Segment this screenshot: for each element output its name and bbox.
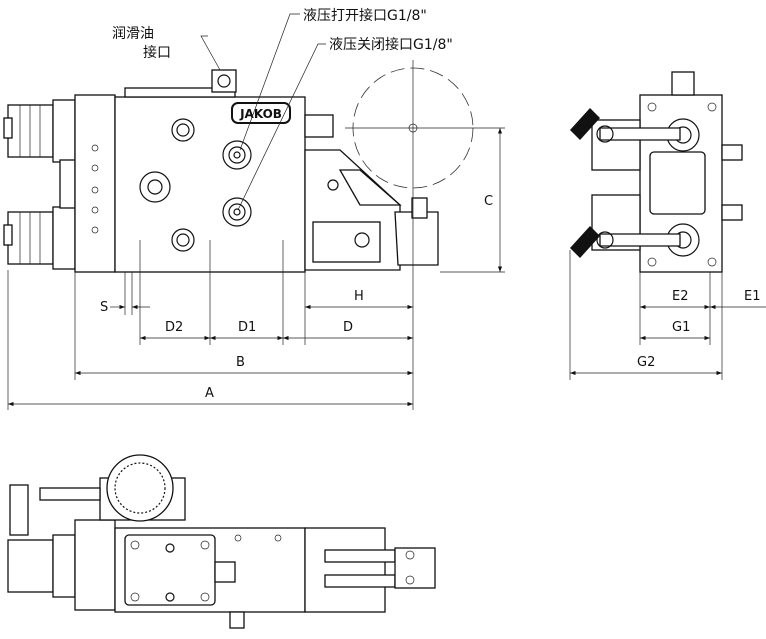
svg-text:JAKOB: JAKOB — [239, 107, 282, 121]
jakob-logo: JAKOB — [231, 102, 291, 124]
top-view — [7, 454, 436, 629]
hydraulic-open-port-label: 液压打开接口G1/8" — [303, 7, 427, 24]
dial-gauge — [106, 454, 174, 522]
dim-D2: D2 — [165, 320, 183, 335]
dimension-lines — [7, 128, 766, 410]
dim-B: B — [236, 355, 245, 370]
dim-H: H — [354, 289, 364, 304]
lube-port-label-line2: 接口 — [143, 44, 171, 61]
lower-actuator — [3, 206, 76, 270]
jaw-assembly — [304, 149, 439, 271]
dim-G2: G2 — [637, 355, 655, 370]
dim-G1: G1 — [672, 320, 690, 335]
dim-S: S — [100, 300, 108, 315]
dim-D1: D1 — [238, 320, 256, 335]
lube-port-fitting — [211, 69, 237, 93]
adapter-block — [74, 94, 116, 273]
dim-D: D — [343, 320, 353, 335]
upper-actuator — [3, 99, 76, 163]
dim-E1: E1 — [744, 289, 761, 304]
dim-C: C — [484, 194, 493, 209]
lube-port-label-line1: 润滑油 — [112, 25, 154, 42]
hydraulic-close-port-label: 液压关闭接口G1/8" — [329, 36, 453, 53]
port-circles — [139, 118, 252, 252]
dim-A: A — [205, 386, 214, 401]
side-view — [570, 71, 743, 273]
front-view: JAKOB — [3, 13, 505, 410]
dim-E2: E2 — [672, 289, 689, 304]
